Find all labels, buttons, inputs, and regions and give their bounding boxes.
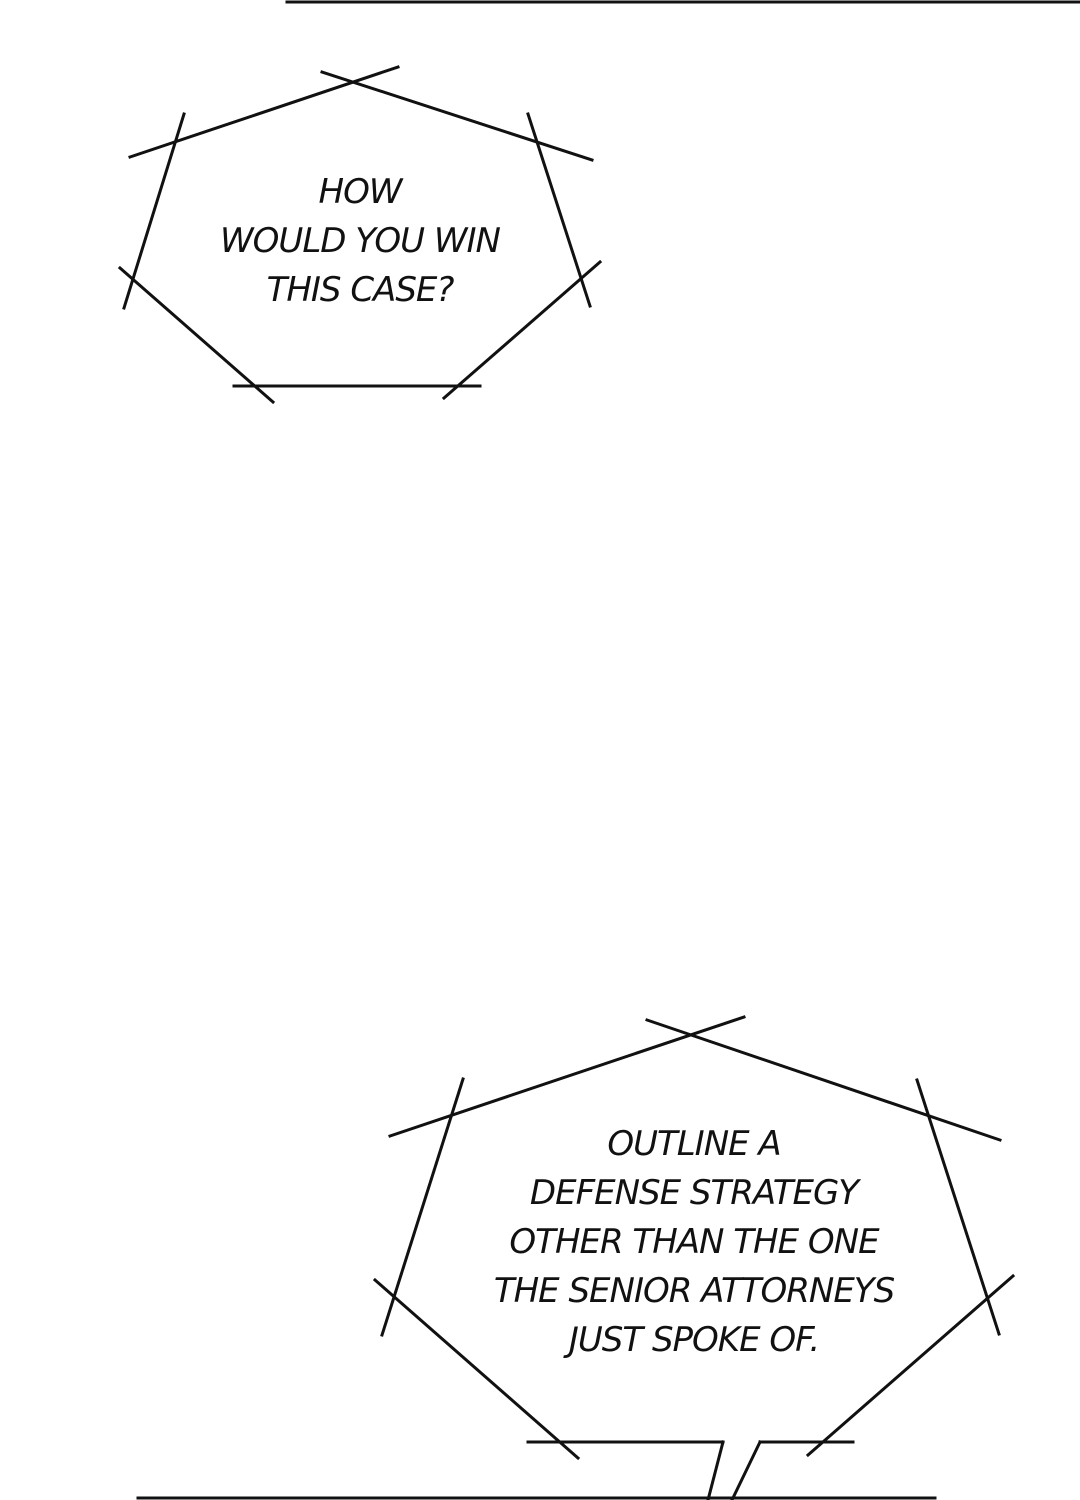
speech-tail-left <box>706 1440 725 1500</box>
dialogue-line: WOULD YOU WIN <box>220 221 501 261</box>
dialogue-line: OTHER THAN THE ONE <box>509 1222 879 1262</box>
speech-bubble-2-outline <box>372 1015 1016 1500</box>
dialogue-line: THIS CASE? <box>266 270 455 310</box>
dialogue-line: OUTLINE A <box>607 1124 781 1164</box>
speech-tail-right <box>730 1439 763 1500</box>
dialogue-line: JUST SPOKE OF. <box>568 1320 820 1360</box>
dialogue-line: HOW <box>318 172 403 212</box>
speech-bubble-1-text: HOW WOULD YOU WIN THIS CASE? <box>160 168 560 315</box>
speech-bubble-1-outline <box>117 65 603 405</box>
speech-bubble-2-text: OUTLINE A DEFENSE STRATEGY OTHER THAN TH… <box>444 1120 944 1365</box>
dialogue-line: THE SENIOR ATTORNEYS <box>493 1271 895 1311</box>
dialogue-line: DEFENSE STRATEGY <box>529 1173 859 1213</box>
